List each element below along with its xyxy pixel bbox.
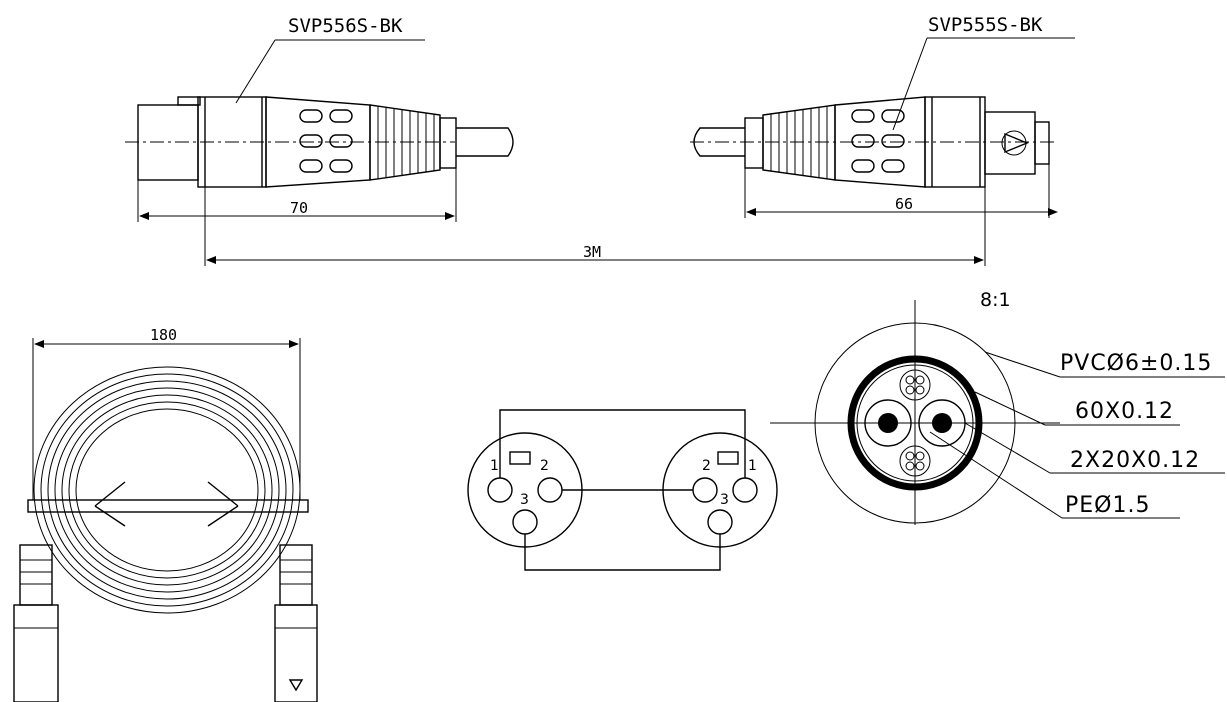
spec-conductors: 2X20X0.12 [1070,448,1200,473]
cable-cross-section [770,300,1225,525]
cable-coil-drawing [13,338,318,702]
left-pin-1: 1 [490,458,499,474]
spec-insulation: PEØ1.5 [1065,493,1150,518]
right-connector-drawing [690,37,1075,188]
left-part-number: SVP556S-BK [288,15,403,37]
wiring-diagram [467,409,778,571]
left-pin-3: 3 [520,492,529,508]
left-length-label: 70 [290,199,308,217]
right-pin-1: 1 [748,458,757,474]
left-pin-2: 2 [540,458,549,474]
coil-diameter-label: 180 [150,326,177,344]
left-connector-drawing [125,39,514,188]
spec-shield: 60X0.12 [1075,399,1174,424]
right-part-number: SVP555S-BK [928,14,1043,36]
scale-label: 8:1 [980,289,1011,311]
right-length-label: 66 [895,195,913,213]
right-pin-2: 2 [702,458,711,474]
top-dimensions [137,164,1058,266]
total-length-label: 3M [583,243,601,261]
spec-jacket: PVCØ6±0.15 [1060,351,1212,376]
right-pin-3: 3 [720,492,729,508]
